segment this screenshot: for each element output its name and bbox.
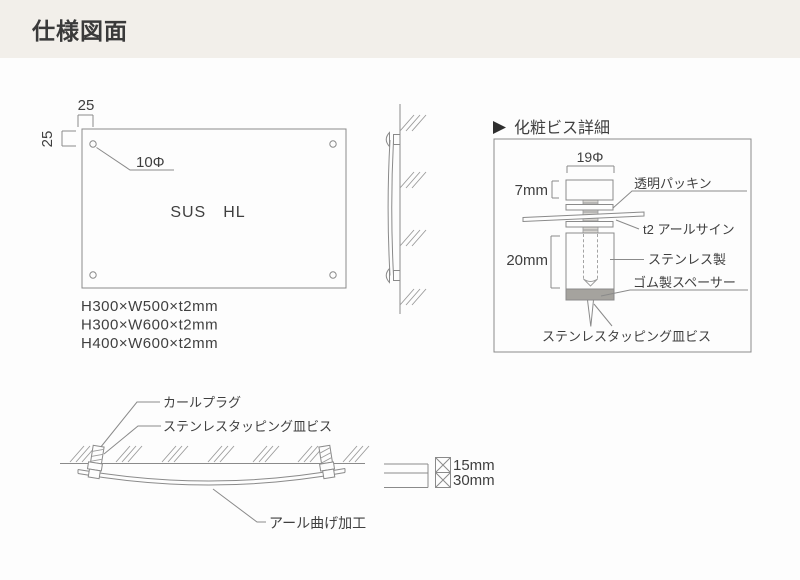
spacer-body	[565, 232, 615, 290]
dimension-top: 25	[77, 97, 95, 127]
size-option: H400×W600×t2mm	[81, 335, 218, 352]
screw-callout-bottom: ステンレスタッピング皿ビス	[103, 419, 332, 455]
rubber-callout: ゴム製スペーサー	[600, 275, 748, 297]
mounting-hole	[329, 140, 337, 148]
countersink-tip	[583, 278, 598, 287]
head-dia-dimension: 19Φ	[566, 149, 615, 173]
standoff-option-label: 15mm	[453, 457, 495, 474]
bend-label: アール曲げ加工	[269, 515, 366, 531]
standoff-option-15: 15mm	[435, 457, 495, 474]
page-title: 仕様図面	[32, 18, 128, 44]
leader-line	[96, 147, 174, 171]
screw-callout: ステンレスタッピング皿ビス	[542, 303, 711, 344]
sign-plate-section	[522, 211, 645, 223]
leader-line	[600, 289, 748, 297]
standoff-bars	[384, 463, 429, 488]
checked-box-icon	[435, 457, 451, 473]
stainless-callout: ステンレス製	[610, 252, 726, 267]
size-list: H300×W500×t2mm H300×W600×t2mm H400×W600×…	[81, 298, 218, 352]
detail-marker-icon	[493, 121, 506, 134]
screw-label: ステンレスタッピング皿ビス	[542, 329, 711, 344]
size-option: H300×W500×t2mm	[81, 298, 218, 315]
bolt-head	[565, 179, 614, 201]
mounting-hole	[329, 271, 337, 279]
packing-washer-top	[565, 204, 614, 211]
bolt-detail: 化粧ビス詳細 19Φ 7mm 透明パッキン	[493, 119, 752, 353]
leader-line	[612, 190, 747, 209]
head-height-value: 7mm	[515, 182, 548, 199]
bolt-top-side	[385, 131, 401, 148]
dimension-left: 25	[39, 130, 76, 148]
sign-label: t2 アールサイン	[643, 222, 735, 237]
wall-hatch	[399, 114, 427, 306]
anchor-left	[86, 444, 105, 480]
size-option: H300×W600×t2mm	[81, 317, 218, 334]
plug-label: カールプラグ	[163, 395, 241, 410]
leader-line	[212, 488, 266, 523]
head-dia-value: 19Φ	[577, 149, 604, 165]
anchor-right	[318, 444, 336, 480]
standoff-option-30: 30mm	[435, 472, 495, 489]
spec-drawing: 25 25 10Φ SUS HL H300×W500×t2mm H300×W60…	[0, 58, 800, 580]
packing-callout: 透明パッキン	[612, 176, 747, 209]
standoff-option-label: 30mm	[453, 472, 495, 489]
sign-callout: t2 アールサイン	[615, 219, 735, 237]
spacer-height-dimension: 20mm	[506, 235, 560, 289]
side-view	[385, 104, 427, 314]
dimension-left-value: 25	[39, 131, 56, 148]
leader-line	[593, 303, 613, 327]
leader-line	[103, 425, 161, 455]
mounting-hole	[89, 271, 97, 279]
mount-section: カールプラグ ステンレスタッピング皿ビス	[60, 395, 495, 531]
title-bar: 仕様図面	[0, 0, 800, 58]
bolt-detail-title: 化粧ビス詳細	[514, 119, 610, 137]
plug-callout: カールプラグ	[99, 395, 241, 449]
material-label: SUS HL	[170, 204, 245, 221]
packing-label: 透明パッキン	[634, 176, 712, 191]
hole-dia-callout: 10Φ	[96, 147, 174, 171]
tapping-screw	[586, 299, 595, 327]
hidden-screw-hole	[583, 234, 598, 279]
rubber-label: ゴム製スペーサー	[633, 275, 736, 290]
bolt-bottom-side	[385, 267, 401, 284]
sign-plate-side	[387, 139, 394, 276]
head-height-dimension: 7mm	[515, 180, 559, 199]
leader-line	[99, 401, 160, 449]
mounting-hole	[89, 140, 97, 148]
screw-label-bottom: ステンレスタッピング皿ビス	[163, 419, 332, 434]
checked-box-icon	[435, 472, 451, 488]
stainless-label: ステンレス製	[648, 252, 726, 267]
leader-line	[615, 219, 640, 230]
spacer-height-value: 20mm	[506, 252, 548, 269]
sign-plate-front	[81, 128, 347, 289]
bend-callout: アール曲げ加工	[212, 488, 366, 531]
detail-frame	[493, 138, 752, 353]
curved-plate	[77, 468, 346, 486]
dimension-top-value: 25	[78, 97, 95, 114]
front-view: 25 25 10Φ SUS HL H300×W500×t2mm H300×W60…	[39, 97, 347, 352]
hole-dia-label: 10Φ	[136, 154, 165, 171]
packing-washer-bottom	[565, 221, 614, 228]
